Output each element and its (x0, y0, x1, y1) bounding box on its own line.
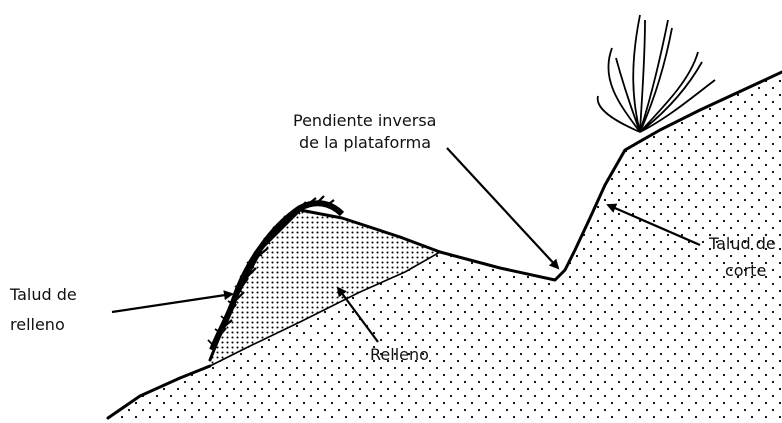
talud-relleno-arrow (111, 290, 234, 314)
talud-relleno-label-line1: Talud de (9, 285, 77, 304)
plant-icon (596, 14, 716, 133)
talud-corte-label-line1: Talud de (708, 234, 776, 253)
natural-ground (108, 72, 782, 423)
relleno-arrow (336, 286, 379, 343)
pendiente-label-line1: Pendiente inversa (293, 111, 436, 130)
original-ground-line (209, 251, 441, 367)
talud-relleno-label-line2: relleno (10, 315, 65, 334)
relleno-label: Relleno (370, 345, 429, 364)
talud-corte-label-line2: corte (725, 261, 766, 280)
ground-surface-line (106, 70, 782, 420)
talud-corte-arrow (606, 203, 701, 247)
pendiente-label-line2: de la plataforma (299, 133, 431, 152)
pendiente-arrow (446, 147, 560, 270)
